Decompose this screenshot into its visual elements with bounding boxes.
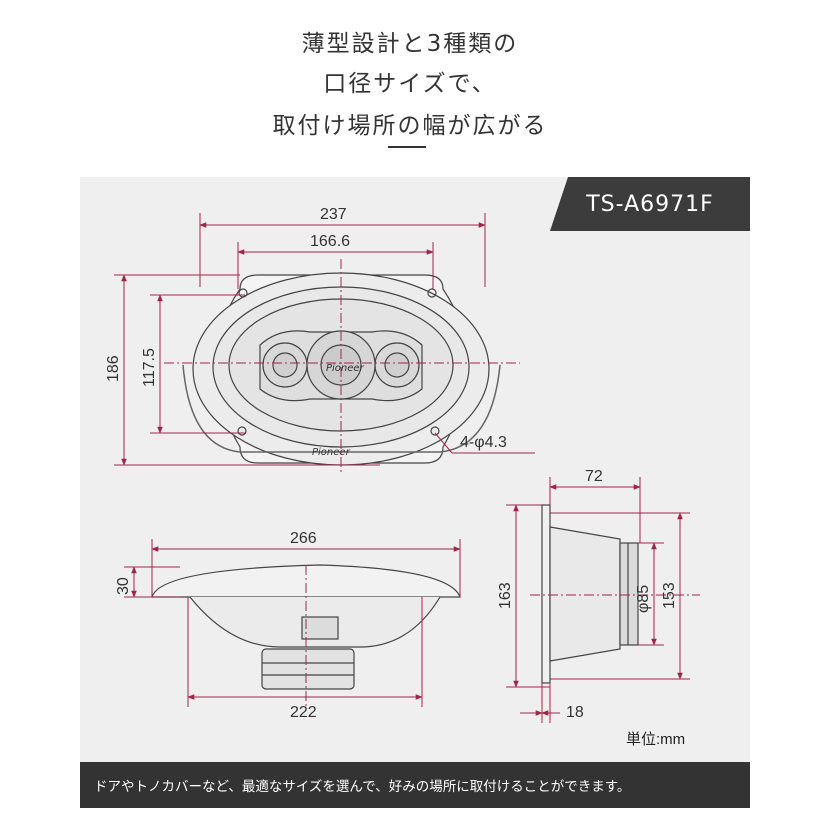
model-tag: TS-A6971F [550,177,750,231]
dim-hole-spec: 4-φ4.3 [460,434,507,451]
dim-side-depth: 72 [585,468,603,485]
dim-front-width-base: 222 [290,704,317,721]
side-magnet [619,542,639,646]
top-view-dimension-lines [114,213,535,472]
dim-top-height-outer: 186 [105,355,122,382]
bolt-hole [430,426,440,436]
bolt-hole [427,288,437,298]
headline-divider [388,146,426,148]
unit-label: 単位:mm [626,731,686,748]
dim-front-height: 30 [115,577,132,595]
front-view-dimension-lines [124,539,461,707]
dim-top-width-outer: 237 [320,206,347,223]
dim-front-width-outer: 266 [290,530,317,547]
center-logo-text: Pioneer [326,363,365,374]
dim-side-height-outer: 163 [497,582,514,609]
frame-logo-text: Pioneer [312,447,351,458]
dim-side-height-inner: 153 [661,582,678,609]
bolt-hole [237,426,247,436]
footer-caption: ドアやトノカバーなど、最適なサイズを選んで、好みの場所に取付けることができます。 [80,762,750,808]
dim-side-magnet-dia: φ85 [635,585,652,613]
footer-text: ドアやトノカバーなど、最適なサイズを選んで、好みの場所に取付けることができます。 [94,779,631,795]
side-basket [549,526,621,662]
magnet-front [261,648,355,690]
headline-line-3: 取付け場所の幅が広がる [272,113,548,139]
headline-line-1: 薄型設計と3種類の [301,31,519,57]
terminal [301,616,339,640]
dim-top-height-inner: 117.5 [141,348,158,387]
side-view-dimension-lines [506,477,700,723]
headline-line-2: 口径サイズで、 [323,71,497,97]
front-view [151,564,461,690]
bolt-hole [238,288,248,298]
speaker-dimension-drawing: Pioneer Pioneer 237 166.6 186 117.5 4-φ4… [105,206,700,723]
side-frame [541,504,551,684]
dim-top-width-inner: 166.6 [310,233,350,250]
side-view [541,504,639,684]
dim-side-flange: 18 [566,704,584,721]
frame-profile [151,564,461,598]
